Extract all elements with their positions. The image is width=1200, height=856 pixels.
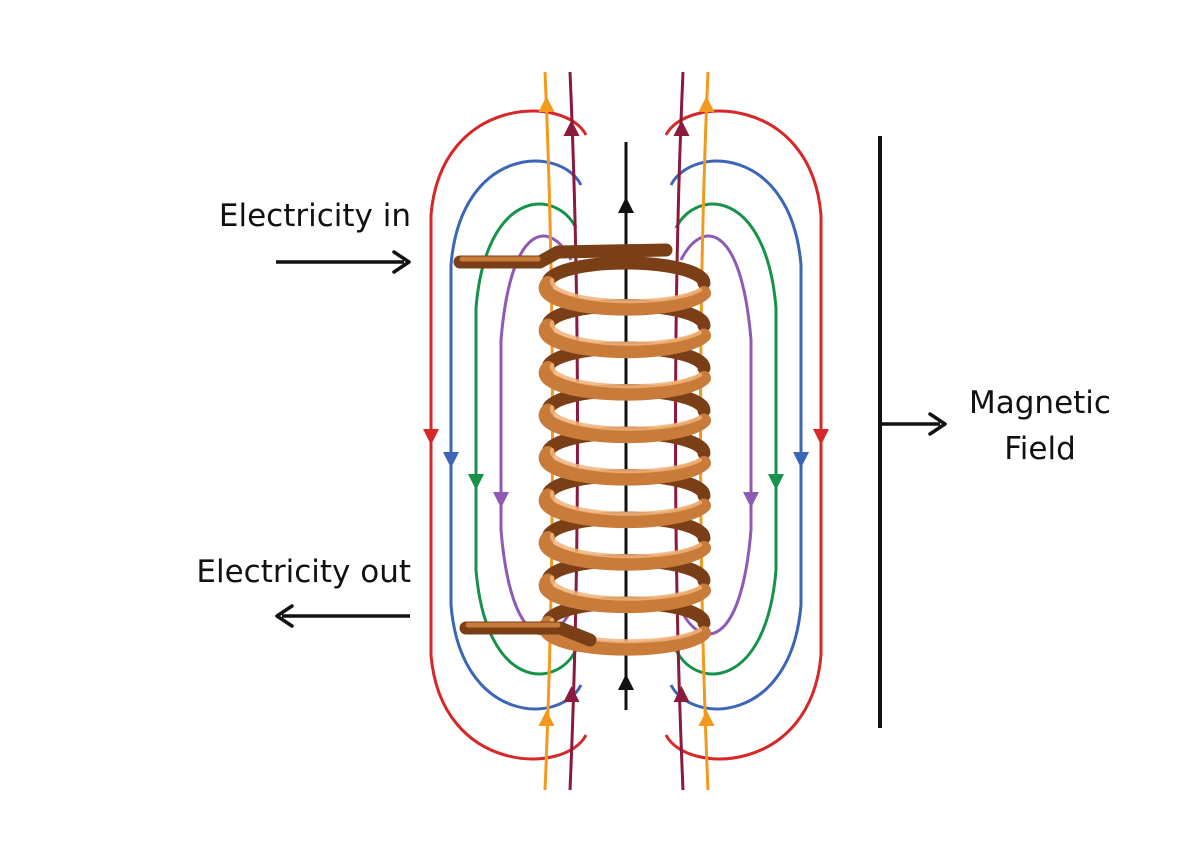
- bracket-arrow-icon: [878, 136, 947, 728]
- electricity-in-label: Electricity in: [218, 198, 411, 234]
- coil-turn-highlight: [549, 363, 702, 389]
- third-field-loop-left: [474, 202, 578, 676]
- coil-turn-front: [538, 488, 711, 529]
- coil-turn-back: [541, 256, 711, 290]
- second-field-loop-left: [449, 159, 583, 711]
- orange-strand-left-arrow-bottom: [538, 710, 555, 726]
- outer-field-loop-arrow-right: [813, 429, 829, 445]
- magnetic-field-label: Magnetic Field: [950, 380, 1130, 472]
- coil-turn-highlight: [549, 490, 702, 516]
- maroon-strand-right-arrow-top: [673, 120, 690, 136]
- magnetic-field-label-line2: Field: [1004, 431, 1076, 467]
- third-field-loop-right: [674, 202, 778, 676]
- axis-arrow-top: [618, 197, 634, 213]
- axis-arrow-bottom: [618, 674, 634, 690]
- coil-turn-highlight: [549, 575, 702, 601]
- coil-turn-front: [538, 318, 711, 359]
- coil-turn-front: [538, 531, 711, 571]
- electricity-out-label: Electricity out: [196, 554, 411, 590]
- lead-in-wire: [453, 243, 673, 269]
- coil-turn-highlight: [549, 405, 702, 431]
- orange-strand-right-arrow-top: [698, 96, 715, 112]
- coil-turn-highlight: [549, 448, 702, 474]
- coil-turn-front: [538, 361, 711, 401]
- inner-field-loop-arrow-right: [743, 492, 759, 508]
- coil-turn-highlight: [549, 278, 702, 304]
- coil-turn-front: [538, 403, 711, 444]
- third-field-loop-arrow-left: [468, 474, 484, 490]
- coil-turn-front: [538, 276, 711, 316]
- magnetic-field-label-line1: Magnetic: [969, 385, 1111, 421]
- orange-strand-right-arrow-bottom: [698, 710, 715, 726]
- coil-turn-highlight: [549, 533, 702, 559]
- maroon-strand-left-arrow-top: [563, 120, 580, 136]
- lead-out-wire: [459, 621, 597, 647]
- coil-turn-front: [538, 573, 711, 614]
- coil-turn-front: [538, 446, 711, 486]
- inner-field-loop-arrow-left: [493, 492, 509, 508]
- left-arrow-icon: [275, 604, 410, 628]
- second-field-loop-arrow-right: [793, 452, 809, 468]
- orange-strand-left-arrow-top: [538, 96, 555, 112]
- second-field-loop-right: [669, 159, 803, 711]
- third-field-loop-arrow-right: [768, 474, 784, 490]
- maroon-strand-right-arrow-bottom: [673, 686, 690, 702]
- right-arrow-icon: [276, 250, 411, 274]
- outer-field-loop-arrow-left: [423, 429, 439, 445]
- orange-strand-right: [699, 71, 710, 791]
- maroon-strand-left-arrow-bottom: [563, 686, 580, 702]
- second-field-loop-arrow-left: [443, 452, 459, 468]
- copper-coil: [453, 243, 711, 656]
- coil-turn-highlight: [549, 320, 702, 346]
